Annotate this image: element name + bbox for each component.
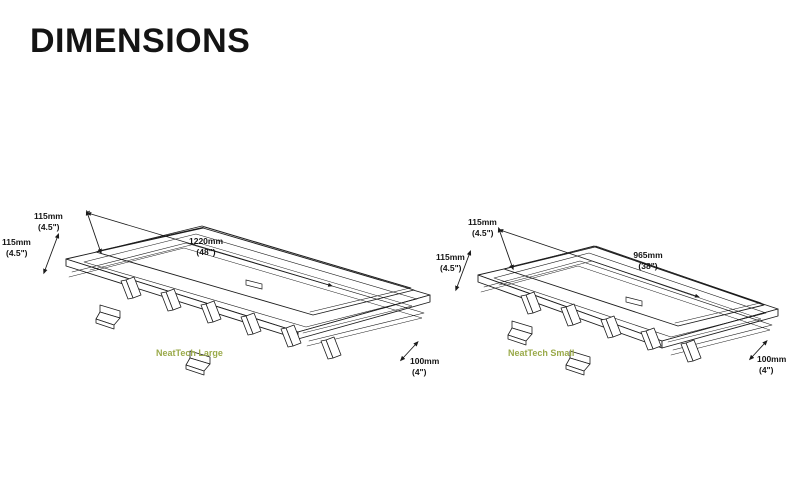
dim-small-width-side: 115mm (4.5"): [436, 249, 472, 292]
dim-small-length-mm: 965mm: [633, 250, 663, 260]
dim-large-depth-mm: 100mm: [410, 356, 440, 366]
tray-small: 115mm (4.5") 115mm (4.5") 965mm (38") 10…: [436, 217, 787, 376]
page-title: DIMENSIONS: [30, 22, 251, 60]
dim-small-length: 965mm (38"): [498, 229, 700, 298]
dim-small-depth-in: (4"): [759, 365, 774, 375]
dim-large-length-mm: 1220mm: [189, 236, 223, 246]
dim-large-width-top-in: (4.5"): [38, 222, 60, 232]
dim-small-depth: 100mm (4"): [748, 340, 787, 375]
dim-large-width-side-in: (4.5"): [6, 248, 28, 258]
tray-small-splice: [625, 296, 643, 307]
dim-small-depth-mm: 100mm: [757, 354, 787, 364]
dim-small-width-top-in: (4.5"): [472, 228, 494, 238]
dim-small-width-side-mm: 115mm: [436, 252, 465, 262]
dim-large-width-side-mm: 115mm: [2, 237, 31, 247]
dim-large-width-side: 115mm (4.5"): [2, 232, 60, 275]
tray-large: 115mm (4.5") 115mm (4.5") 1220mm (48") 1…: [2, 209, 440, 377]
dim-small-width-top-mm: 115mm: [468, 217, 497, 227]
part-label-large: NeatTech Large: [156, 348, 223, 358]
tray-small-bracket: [507, 320, 591, 376]
dim-large-depth: 100mm (4"): [399, 341, 440, 377]
dim-large-length: 1220mm (48"): [86, 212, 333, 287]
tray-large-bracket: [95, 304, 211, 376]
dim-small-length-in: (38"): [638, 261, 657, 271]
dim-large-depth-in: (4"): [412, 367, 427, 377]
part-label-small: NeatTech Small: [508, 348, 574, 358]
dim-large-width-top: 115mm (4.5"): [34, 209, 102, 255]
dim-small-width-top: 115mm (4.5"): [468, 217, 514, 271]
dim-small-width-side-in: (4.5"): [440, 263, 462, 273]
dim-large-length-in: (48"): [196, 247, 215, 257]
dim-large-width-top-mm: 115mm: [34, 211, 63, 221]
